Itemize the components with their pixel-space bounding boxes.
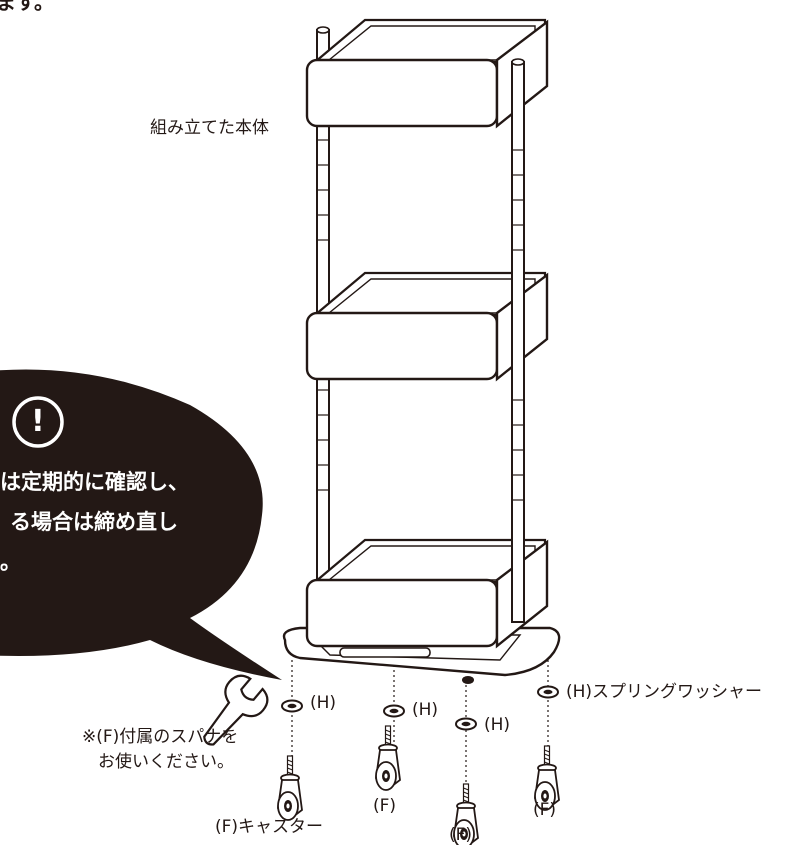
washer-label-3: (H) bbox=[484, 715, 511, 735]
wrench-icon bbox=[203, 674, 269, 746]
caster-label-3: (F) bbox=[449, 825, 473, 845]
exclamation-icon bbox=[12, 396, 64, 448]
assembled-body-label: 組み立てた本体 bbox=[150, 118, 269, 138]
washer-icon bbox=[383, 704, 405, 718]
warning-line-3: 。 bbox=[0, 550, 21, 574]
warning-line-2: る場合は締め直し bbox=[10, 510, 178, 534]
cart-body bbox=[282, 18, 561, 684]
caster-label-full: (F)キャスター bbox=[215, 817, 324, 837]
washer-label-full: (H)スプリングワッシャー bbox=[566, 682, 763, 702]
warning-exclamation: ! bbox=[31, 404, 45, 439]
warning-line-1: は定期的に確認し、 bbox=[0, 470, 189, 494]
caster-icon bbox=[375, 725, 401, 791]
caster-icon bbox=[277, 755, 303, 821]
washer-icon bbox=[455, 717, 477, 731]
wrench-note-line-1: ※(F)付属のスパナを bbox=[82, 727, 239, 747]
washer-label-2: (H) bbox=[412, 700, 439, 720]
caster-label-4: (F) bbox=[533, 800, 557, 820]
warning-bubble bbox=[0, 369, 282, 680]
washer-label-1: (H) bbox=[310, 693, 337, 713]
page-text-fragment: ます。 bbox=[0, 0, 54, 14]
washer-icon bbox=[281, 699, 303, 713]
caster-label-2: (F) bbox=[373, 796, 397, 816]
washer-icon bbox=[537, 685, 559, 699]
wrench-note-line-2: お使いください。 bbox=[98, 752, 234, 772]
